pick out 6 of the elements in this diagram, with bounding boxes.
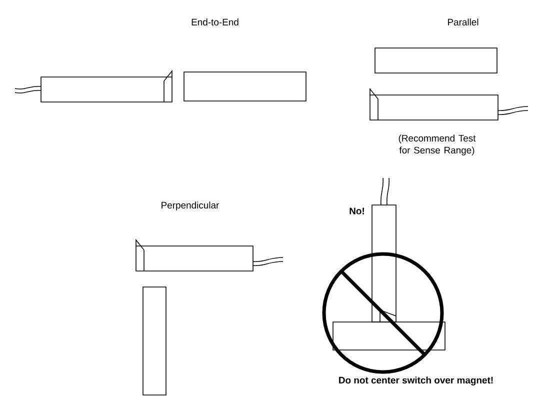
note: (Recommend Test for Sense Range)	[398, 134, 476, 156]
warning-text: Do not center switch over magnet!	[339, 376, 493, 386]
heading: Parallel	[448, 18, 478, 26]
heading: End-to-End	[192, 18, 238, 26]
warning-text: No!	[350, 208, 364, 214]
heading: Perpendicular	[162, 202, 220, 210]
